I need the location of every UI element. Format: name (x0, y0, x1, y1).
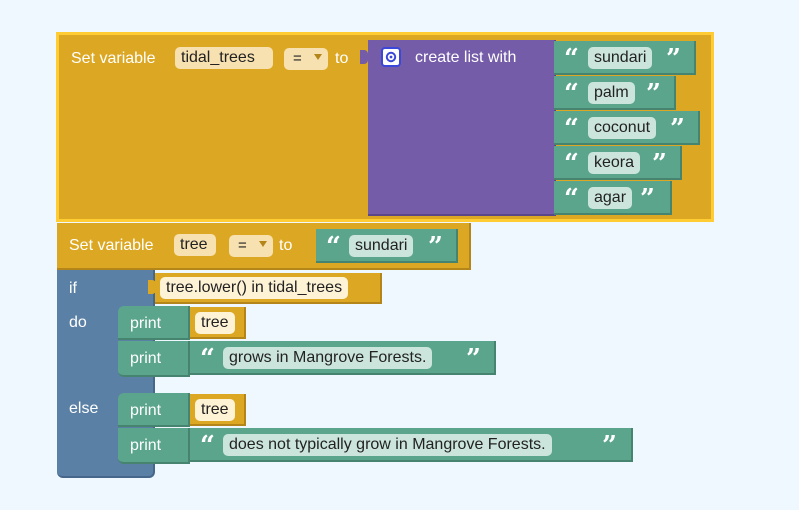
text-value-field[interactable]: does not typically grow in Mangrove Fore… (223, 434, 552, 456)
text-value-field[interactable]: keora (588, 152, 641, 174)
create-list-block[interactable]: create list with (368, 40, 556, 216)
to-label: to (279, 237, 293, 254)
close-quote-icon: ” (666, 44, 681, 74)
operator-dropdown[interactable]: = (229, 235, 273, 257)
gear-icon[interactable] (381, 47, 401, 67)
open-quote-icon: “ (326, 232, 341, 262)
set-variable-label: Set variable (69, 237, 154, 254)
else-label: else (69, 400, 99, 417)
condition-block[interactable]: tree.lower() in tidal_trees (155, 273, 382, 304)
print-block[interactable]: print (118, 341, 190, 377)
print-block[interactable]: print (118, 393, 190, 427)
text-value-block[interactable]: “ does not typically grow in Mangrove Fo… (190, 428, 633, 462)
open-quote-icon: “ (564, 149, 579, 179)
open-quote-icon: “ (564, 114, 579, 144)
to-label: to (335, 50, 349, 67)
variable-reference-field[interactable]: tree (195, 399, 235, 421)
variable-reference-field[interactable]: tree (195, 312, 235, 334)
text-value-block[interactable]: “ sundari ” (316, 229, 458, 263)
print-label: print (130, 437, 162, 454)
open-quote-icon: “ (564, 79, 579, 109)
close-quote-icon: ” (602, 431, 617, 461)
text-value-field[interactable]: grows in Mangrove Forests. (223, 347, 433, 369)
text-value-field[interactable]: palm (588, 82, 635, 104)
print-label: print (130, 315, 162, 332)
variable-name-field[interactable]: tidal_trees (175, 47, 273, 69)
list-item-text-block[interactable]: “ keora ” (554, 146, 682, 180)
print-label: print (130, 350, 162, 367)
variable-reference-block[interactable]: tree (190, 394, 246, 426)
close-quote-icon: ” (646, 79, 661, 109)
open-quote-icon: “ (564, 184, 579, 214)
text-value-field[interactable]: agar (588, 187, 633, 209)
open-quote-icon: “ (200, 344, 215, 374)
operator-dropdown[interactable]: = (284, 48, 328, 70)
open-quote-icon: “ (200, 431, 215, 461)
print-block[interactable]: print (118, 428, 190, 464)
chevron-down-icon (314, 54, 322, 60)
text-value-field[interactable]: sundari (588, 47, 653, 69)
close-quote-icon: ” (428, 232, 443, 262)
close-quote-icon: ” (652, 149, 667, 179)
create-list-label: create list with (415, 49, 517, 66)
text-value-field[interactable]: coconut (588, 117, 657, 139)
print-label: print (130, 402, 162, 419)
list-connector (360, 50, 368, 64)
text-value-field[interactable]: sundari (349, 235, 414, 257)
do-label: do (69, 314, 87, 331)
close-quote-icon: ” (466, 344, 481, 374)
print-block[interactable]: print (118, 306, 190, 340)
open-quote-icon: “ (564, 44, 579, 74)
list-item-text-block[interactable]: “ coconut ” (554, 111, 700, 145)
if-label: if (69, 280, 77, 297)
set-variable-label: Set variable (71, 50, 156, 67)
chevron-down-icon (259, 241, 267, 247)
list-item-text-block[interactable]: “ palm ” (554, 76, 676, 110)
close-quote-icon: ” (670, 114, 685, 144)
variable-reference-block[interactable]: tree (190, 307, 246, 339)
variable-name-field[interactable]: tree (174, 234, 216, 256)
list-item-text-block[interactable]: “ agar ” (554, 181, 672, 215)
text-value-block[interactable]: “ grows in Mangrove Forests. ” (190, 341, 496, 375)
condition-connector (148, 280, 156, 294)
list-item-text-block[interactable]: “ sundari ” (554, 41, 696, 75)
condition-expression-field[interactable]: tree.lower() in tidal_trees (160, 277, 349, 299)
close-quote-icon: ” (640, 184, 655, 214)
